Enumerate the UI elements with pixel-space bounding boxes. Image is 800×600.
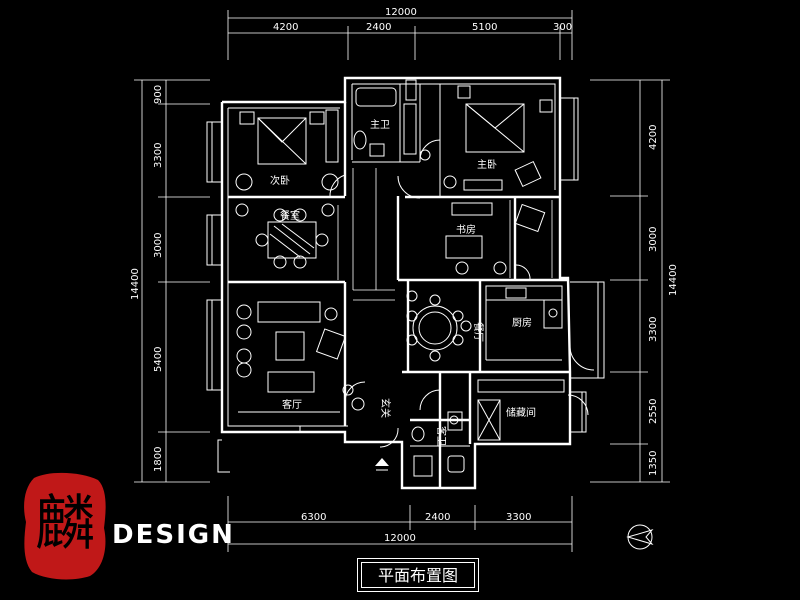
north-arrow-icon <box>626 524 654 550</box>
bottom-total-dim: 12000 <box>384 533 416 544</box>
left-dimension-chain: 900 3300 3000 5400 1800 14400 <box>130 79 210 483</box>
study-furniture <box>445 202 546 275</box>
drawing-title-frame: 平面布置图 <box>357 558 479 592</box>
top-dim-2: 2400 <box>366 22 391 33</box>
restaurant-furniture <box>406 290 472 362</box>
windows <box>206 97 605 473</box>
storage-furniture <box>477 379 565 441</box>
left-total-dim: 14400 <box>130 268 141 300</box>
room-label-master-bath: 主卫 <box>370 119 390 131</box>
bottom-dim-3: 3300 <box>506 512 531 523</box>
room-label-guest-bath: 客卫 <box>435 426 448 446</box>
kitchen-furniture <box>485 285 563 361</box>
room-label-foyer: 玄关 <box>379 398 392 418</box>
right-dimension-chain: 4200 3000 3300 2550 1350 14400 <box>590 79 679 483</box>
room-label-restaurant: 餐厅 <box>472 322 485 342</box>
room-label-second-bedroom: 次卧 <box>270 174 290 187</box>
seal-logo: 麟 <box>24 472 106 580</box>
top-dim-3: 5100 <box>472 22 497 33</box>
brand-wordmark: DESIGN <box>112 520 235 550</box>
walls <box>220 76 572 490</box>
left-dim-2: 3300 <box>153 143 164 168</box>
room-label-storage: 储藏间 <box>506 406 536 419</box>
corridor-lines <box>337 168 553 301</box>
dining-room-furniture <box>235 203 335 269</box>
top-dim-1: 4200 <box>273 22 298 33</box>
right-dim-5: 1350 <box>648 451 659 476</box>
room-label-kitchen: 厨房 <box>512 316 532 329</box>
bottom-dim-2: 2400 <box>425 512 450 523</box>
top-total-dim: 12000 <box>385 7 417 18</box>
master-bedroom-furniture <box>443 85 553 191</box>
left-dim-1: 900 <box>153 85 164 104</box>
room-label-study: 书房 <box>456 223 476 236</box>
bottom-dim-1: 6300 <box>301 512 326 523</box>
doors <box>329 139 595 448</box>
right-dim-3: 3300 <box>648 317 659 342</box>
guest-bath-furniture <box>410 411 470 477</box>
left-dim-4: 5400 <box>153 347 164 372</box>
right-dim-2: 3000 <box>648 227 659 252</box>
seal-glyph: 麟 <box>35 489 95 559</box>
room-labels: 次卧 主卫 主卧 餐室 书房 厨房 客厅 储藏间 餐厅 玄关 客卫 <box>270 119 536 446</box>
top-dimension-chain: 12000 4200 2400 5100 300 <box>227 7 573 60</box>
room-label-living-room: 客厅 <box>282 398 302 411</box>
second-bedroom-furniture <box>235 109 339 191</box>
room-label-master-bedroom: 主卧 <box>477 158 497 171</box>
right-dim-1: 4200 <box>648 125 659 150</box>
room-label-dining-room: 餐室 <box>280 209 300 222</box>
entry-marker <box>375 458 389 471</box>
drawing-title: 平面布置图 <box>361 562 475 588</box>
left-dim-3: 3000 <box>153 233 164 258</box>
living-room-furniture <box>236 301 365 413</box>
right-dim-4: 2550 <box>648 399 659 424</box>
right-total-dim: 14400 <box>668 264 679 296</box>
top-dim-4: 300 <box>553 22 572 33</box>
master-bath-furniture <box>353 79 431 161</box>
left-dim-5: 1800 <box>153 447 164 472</box>
bottom-dimension-chain: 6300 2400 3300 12000 <box>227 496 573 552</box>
